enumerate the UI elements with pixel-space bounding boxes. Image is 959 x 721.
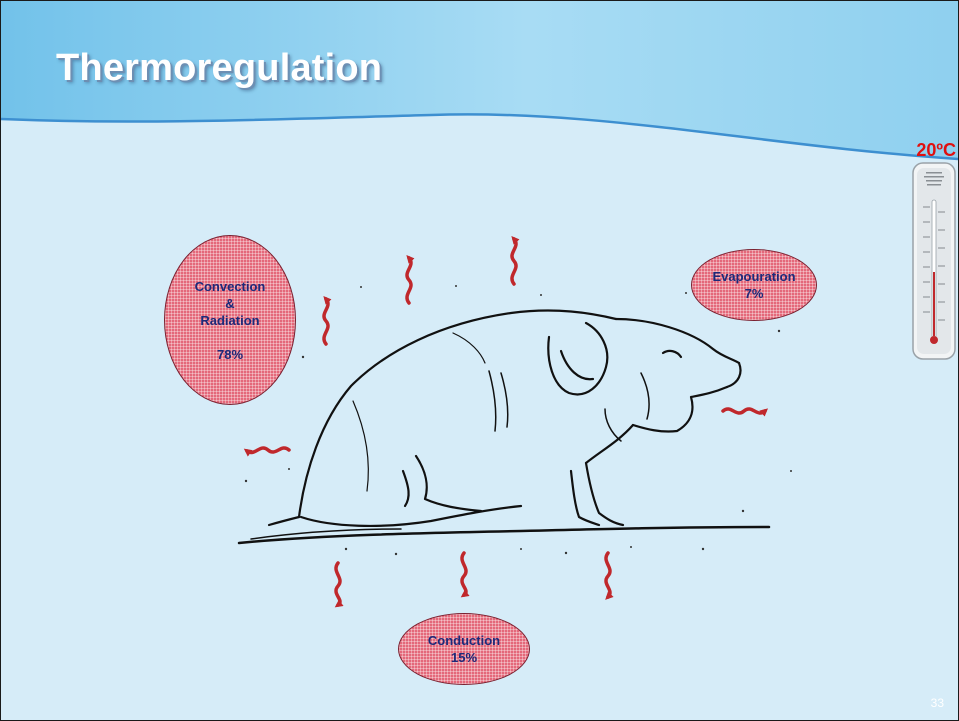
page-number: 33 bbox=[931, 696, 944, 710]
conduction-bubble: Conduction 15% bbox=[398, 613, 530, 685]
arrow-up-1 bbox=[324, 299, 328, 344]
conduction-label: Conduction bbox=[428, 632, 500, 649]
arrow-up-2 bbox=[407, 258, 411, 303]
conduction-percent: 15% bbox=[451, 649, 477, 666]
convection-label: Convection bbox=[195, 278, 266, 295]
arrow-down-2 bbox=[462, 553, 466, 595]
evaporation-label: Evapouration bbox=[712, 268, 795, 285]
convection-radiation-bubble: Convection & Radiation 78% bbox=[164, 235, 296, 405]
arrow-up-3 bbox=[512, 239, 516, 284]
ground-line bbox=[239, 527, 769, 543]
arrow-down-1 bbox=[336, 563, 340, 605]
radiation-label: Radiation bbox=[200, 312, 259, 329]
evaporation-percent: 7% bbox=[745, 285, 764, 302]
ampersand-label: & bbox=[225, 295, 234, 312]
convection-percent: 78% bbox=[217, 346, 243, 363]
arrow-left bbox=[247, 448, 289, 453]
pig-sketch bbox=[269, 311, 741, 526]
arrow-down-3 bbox=[606, 553, 610, 597]
arrow-right bbox=[723, 409, 765, 413]
evaporation-bubble: Evapouration 7% bbox=[691, 249, 817, 321]
